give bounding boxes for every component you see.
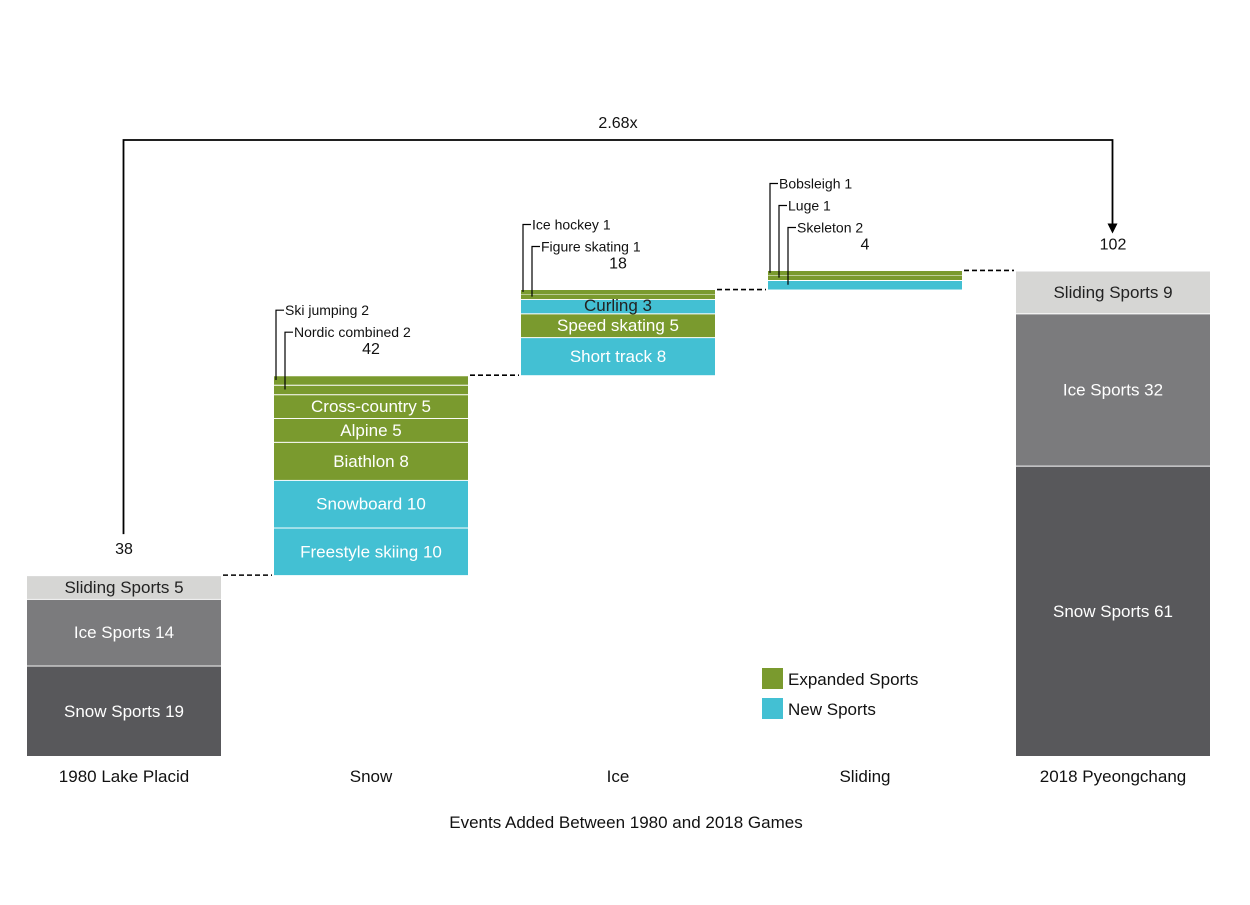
bar-segment-1980-lake-placid-sliding-sports xyxy=(27,575,221,599)
x-axis-title: Events Added Between 1980 and 2018 Games xyxy=(449,813,802,832)
bar-segment-2018-pyeongchang-sliding-sports xyxy=(1016,270,1210,314)
bars xyxy=(27,269,1210,756)
segment-label-1980-lake-placid-ice-sports: Ice Sports 14 xyxy=(74,623,174,642)
bar-segment-ice-ice-hockey xyxy=(521,289,715,295)
category-label-2018-pyeongchang: 2018 Pyeongchang xyxy=(1040,767,1187,786)
callout-label-nordic-combined: Nordic combined 2 xyxy=(294,324,411,340)
segment-labels: Snow Sports 19 Ice Sports 14 Sliding Sport… xyxy=(64,283,1173,721)
multiplier-arrow: 2.68x xyxy=(122,115,1118,535)
segment-label-2018-pyeongchang-sliding-sports: Sliding Sports 9 xyxy=(1053,283,1172,302)
bar-segment-sliding-skeleton xyxy=(768,280,962,290)
bar-segment-ice-curling xyxy=(521,299,715,314)
legend-label-expanded-sports: Expanded Sports xyxy=(788,670,918,689)
bar-segment-1980-lake-placid-ice-sports xyxy=(27,598,221,666)
segment-label-1980-lake-placid-snow-sports: Snow Sports 19 xyxy=(64,702,184,721)
segment-label-snow-cross-country: Cross-country 5 xyxy=(311,397,431,416)
callout-label-figure-skating: Figure skating 1 xyxy=(541,239,641,255)
segment-label-2018-pyeongchang-ice-sports: Ice Sports 32 xyxy=(1063,380,1163,399)
segment-label-ice-short-track: Short track 8 xyxy=(570,347,666,366)
bar-segment-sliding-luge xyxy=(768,275,962,280)
total-labels: 38 42 18 4 102 xyxy=(115,236,1126,558)
bar-segment-sliding-bobsleigh xyxy=(768,270,962,276)
segment-label-snow-alpine: Alpine 5 xyxy=(340,421,401,440)
callout-label-skeleton: Skeleton 2 xyxy=(797,219,863,235)
callout-label-bobsleigh: Bobsleigh 1 xyxy=(779,175,852,191)
category-labels: 1980 Lake Placid Snow Ice Sliding 2018 Pyeon… xyxy=(59,767,1186,786)
callout-leader-skeleton xyxy=(787,226,796,285)
segment-label-ice-speed-skating: Speed skating 5 xyxy=(557,316,679,335)
callout-leader-ski-jumping xyxy=(275,309,284,380)
bar-segment-2018-pyeongchang-ice-sports xyxy=(1016,313,1210,466)
total-label-snow: 42 xyxy=(362,341,380,358)
legend-label-new-sports: New Sports xyxy=(788,700,876,719)
bar-segment-snow-biathlon xyxy=(274,441,468,480)
bar-segment-2018-pyeongchang-snow-sports xyxy=(1016,465,1210,756)
bar-segment-snow-alpine xyxy=(274,418,468,442)
connector-lines xyxy=(223,269,1014,576)
callout-leader-luge xyxy=(778,204,787,278)
segment-label-snow-snowboard: Snowboard 10 xyxy=(316,495,426,514)
category-label-ice: Ice xyxy=(607,767,630,786)
multiplier-bracket xyxy=(122,139,1114,535)
segment-label-snow-biathlon: Biathlon 8 xyxy=(333,452,409,471)
multiplier-arrowhead xyxy=(1107,223,1118,234)
callout-label-luge: Luge 1 xyxy=(788,197,831,213)
segment-label-snow-freestyle-skiing: Freestyle skiing 10 xyxy=(300,542,442,561)
callouts: Ski jumping 2 Nordic combined 2 Ice hockey… xyxy=(275,175,863,390)
segment-label-ice-curling: Curling 3 xyxy=(584,296,652,315)
bar-segment-ice-short-track xyxy=(521,337,715,376)
legend-swatch-expanded-sports xyxy=(762,668,783,689)
bar-segment-snow-nordic-combined xyxy=(274,384,468,395)
callout-label-ski-jumping: Ski jumping 2 xyxy=(285,302,369,318)
segment-label-1980-lake-placid-sliding-sports: Sliding Sports 5 xyxy=(64,578,183,597)
callout-leader-ice-hockey xyxy=(522,223,531,292)
bar-segment-snow-cross-country xyxy=(274,394,468,419)
bar-segment-snow-snowboard xyxy=(274,479,468,528)
bar-segment-snow-ski-jumping xyxy=(274,375,468,385)
total-label-sliding: 4 xyxy=(861,236,870,253)
callout-leader-bobsleigh xyxy=(769,182,778,273)
total-label-1980-lake-placid: 38 xyxy=(115,541,133,558)
multiplier-label: 2.68x xyxy=(598,115,637,132)
category-label-sliding: Sliding xyxy=(839,767,890,786)
callout-label-ice-hockey: Ice hockey 1 xyxy=(532,217,611,233)
bar-segment-ice-speed-skating xyxy=(521,313,715,338)
bar-segment-snow-freestyle-skiing xyxy=(274,527,468,576)
total-label-2018-pyeongchang: 102 xyxy=(1100,236,1127,253)
callout-leader-nordic-combined xyxy=(284,331,293,390)
category-label-1980-lake-placid: 1980 Lake Placid xyxy=(59,767,189,786)
total-label-ice: 18 xyxy=(609,256,627,273)
legend-swatch-new-sports xyxy=(762,698,783,719)
callout-leader-figure-skating xyxy=(531,245,540,297)
bar-segment-1980-lake-placid-snow-sports xyxy=(27,665,221,756)
segment-label-2018-pyeongchang-snow-sports: Snow Sports 61 xyxy=(1053,602,1173,621)
bar-segment-ice-figure-skating xyxy=(521,294,715,300)
category-label-snow: Snow xyxy=(350,767,393,786)
